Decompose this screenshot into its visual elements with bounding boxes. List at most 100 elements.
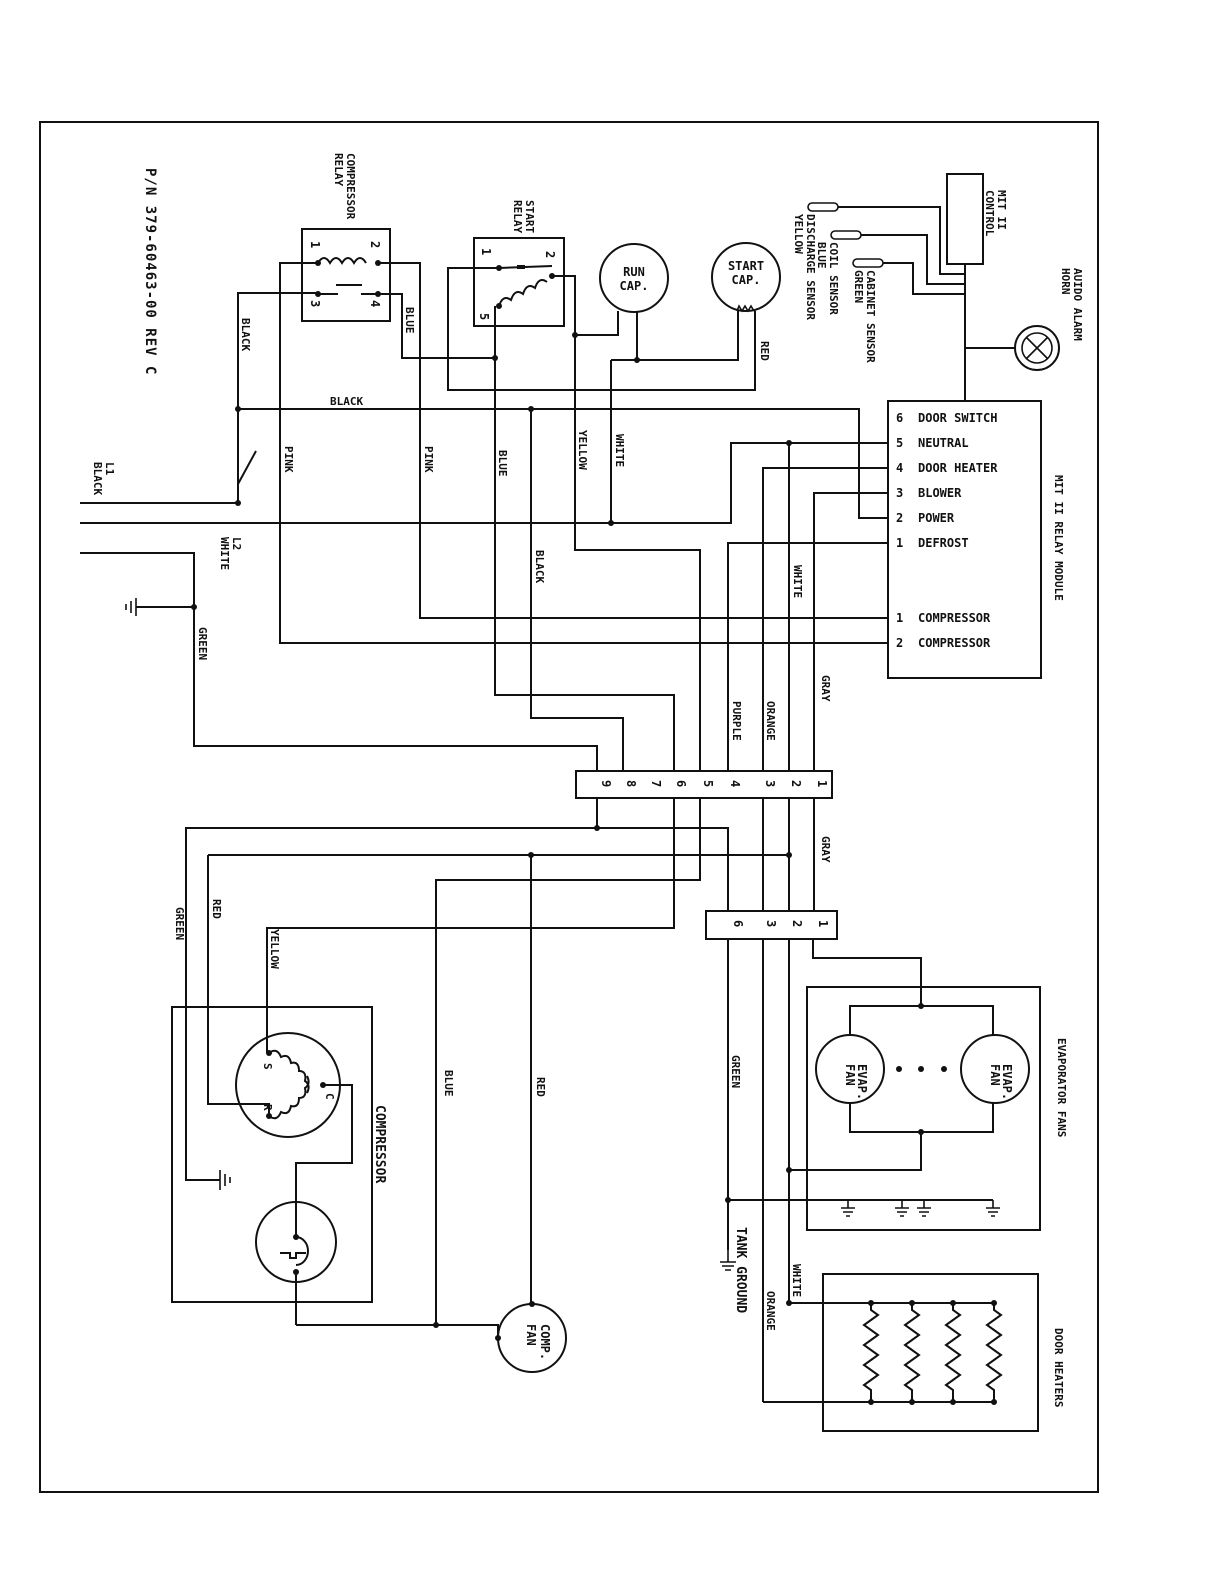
connector-pin: 4	[728, 780, 742, 787]
terminal-s: S	[261, 1063, 274, 1070]
discharge-sensor-probe	[807, 202, 839, 212]
relay-terminal-pin: 6	[896, 411, 903, 425]
l1-color: BLACK	[91, 462, 104, 495]
relay-terminal-pin: 1	[896, 611, 903, 625]
relay-terminal-pin: 1	[896, 536, 903, 550]
run-capacitor: RUN CAP.	[599, 243, 669, 313]
relay-terminal-pin: 2	[896, 636, 903, 650]
heater-resistor-icon	[862, 1303, 880, 1402]
start-relay-coil-icon	[498, 279, 548, 307]
wire-label: RED	[534, 1077, 547, 1097]
terminal-r: R	[261, 1104, 274, 1111]
wire-label: ORANGE	[764, 701, 777, 741]
relay-terminal-label: COMPRESSOR	[918, 611, 991, 625]
audio-alarm-line1: AUIDO ALARM	[1071, 268, 1084, 341]
comp-relay-pin-3: 3	[308, 300, 322, 307]
start-relay-pin-5: 5	[477, 313, 491, 320]
cabinet-sensor-color: GREEN	[852, 270, 865, 303]
mit-control-line1: MIT II	[995, 190, 1008, 230]
motor-winding-icon	[268, 1049, 310, 1120]
start-relay-pin-2: 2	[543, 251, 557, 258]
ground-icon	[219, 1170, 231, 1190]
ellipsis-dot	[896, 1066, 902, 1072]
connector-pin: 6	[674, 780, 688, 787]
start-relay-title-1: START	[523, 200, 536, 233]
evap-fan-2-line2: FAN	[988, 1064, 1002, 1086]
start-relay: START RELAY 1 2 5	[473, 200, 565, 327]
connector-pin: 2	[789, 780, 803, 787]
start-relay-title-2: RELAY	[511, 200, 524, 233]
evap-fan-1-line1: EVAP.	[855, 1064, 869, 1100]
horn-icon	[1014, 325, 1060, 371]
mit-control: MIT II CONTROL	[946, 173, 1008, 265]
l2-color: WHITE	[218, 537, 231, 570]
wire-label: BLUE	[403, 307, 416, 334]
wire-label: PURPLE	[730, 701, 743, 741]
relay-terminal-label: DOOR SWITCH	[918, 411, 997, 425]
discharge-sensor-label: DISCHARGE SENSOR	[804, 214, 817, 320]
run-cap-line2: CAP.	[620, 279, 649, 293]
relay-terminal-label: DEFROST	[918, 536, 969, 550]
coil-sensor-color: BLUE	[815, 242, 828, 269]
part-number: P/N 379-60463-00 REV C	[142, 168, 158, 375]
evap-fans-title: EVAPORATOR FANS	[1055, 1038, 1068, 1137]
audio-alarm-line2: HORN	[1059, 268, 1072, 295]
evap-fan-1-line2: FAN	[843, 1064, 857, 1086]
connector-pin: 5	[701, 780, 715, 787]
evaporator-fans: EVAPORATOR FANS EVAP. FAN EVAP. FAN	[728, 939, 1068, 1231]
connector-6-pin: 6 3 2 1	[705, 910, 838, 940]
relay-coil-icon	[317, 257, 367, 265]
comp-fan: COMP. FAN	[495, 1301, 567, 1373]
compressor-relay-title-1: COMPRESSOR	[344, 153, 357, 220]
wire-label: GREEN	[173, 907, 186, 940]
wire-label: YELLOW	[576, 430, 589, 470]
compressor: COMPRESSOR S R C	[171, 1006, 387, 1325]
wire-label: GREEN	[729, 1055, 742, 1088]
comp-relay-pin-4: 4	[368, 300, 382, 307]
comp-relay-pin-1: 1	[308, 241, 322, 248]
ground-icon	[895, 1200, 909, 1217]
door-heaters-title: DOOR HEATERS	[1052, 1328, 1065, 1407]
connector-pin: 1	[816, 920, 830, 927]
comp-fan-line2: FAN	[524, 1324, 538, 1346]
connector-pin: 9	[599, 780, 613, 787]
run-cap-line1: RUN	[623, 265, 645, 279]
tank-ground-label: TANK GROUND	[733, 1227, 748, 1313]
evap-fan-2-line1: EVAP.	[1000, 1064, 1014, 1100]
cabinet-sensor-probe	[852, 258, 884, 268]
coil-sensor-label: COIL SENSOR	[827, 242, 840, 315]
ellipsis-dot	[918, 1066, 924, 1072]
wire-label: WHITE	[790, 1264, 803, 1297]
tank-ground: TANK GROUND	[720, 1227, 748, 1313]
l1-label: L1	[103, 462, 116, 476]
start-relay-pin-1: 1	[479, 248, 493, 255]
connector-pin: 1	[815, 780, 829, 787]
compressor-relay-title-2: RELAY	[332, 153, 345, 186]
comp-relay-pin-2: 2	[368, 241, 382, 248]
start-cap-line1: START	[728, 259, 764, 273]
junctions	[191, 332, 792, 1328]
connector-pin: 2	[790, 920, 804, 927]
start-capacitor: START CAP.	[711, 242, 781, 313]
start-cap-line2: CAP.	[732, 273, 761, 287]
relay-terminal-label: DOOR HEATER	[918, 461, 998, 475]
connector-pin: 7	[649, 780, 663, 787]
ground-icon	[841, 1200, 855, 1217]
wire-label: RED	[210, 899, 223, 919]
door-heaters: DOOR HEATERS	[763, 1273, 1065, 1432]
ground-icon	[986, 1200, 1000, 1217]
relay-terminal-pin: 4	[896, 461, 903, 475]
connector-pin: 6	[731, 920, 745, 927]
wire-label: BLUE	[442, 1070, 455, 1097]
relay-terminal-label: POWER	[918, 511, 955, 525]
wires	[80, 262, 888, 1402]
audio-alarm: AUIDO ALARM HORN	[964, 264, 1084, 401]
discharge-sensor-color: YELLOW	[792, 214, 805, 254]
connector-pin: 3	[764, 920, 778, 927]
wire-label: GREEN	[196, 627, 209, 660]
wire-label: BLUE	[496, 450, 509, 477]
wire-label: PINK	[422, 446, 435, 473]
heater-resistor-icon	[903, 1303, 921, 1402]
